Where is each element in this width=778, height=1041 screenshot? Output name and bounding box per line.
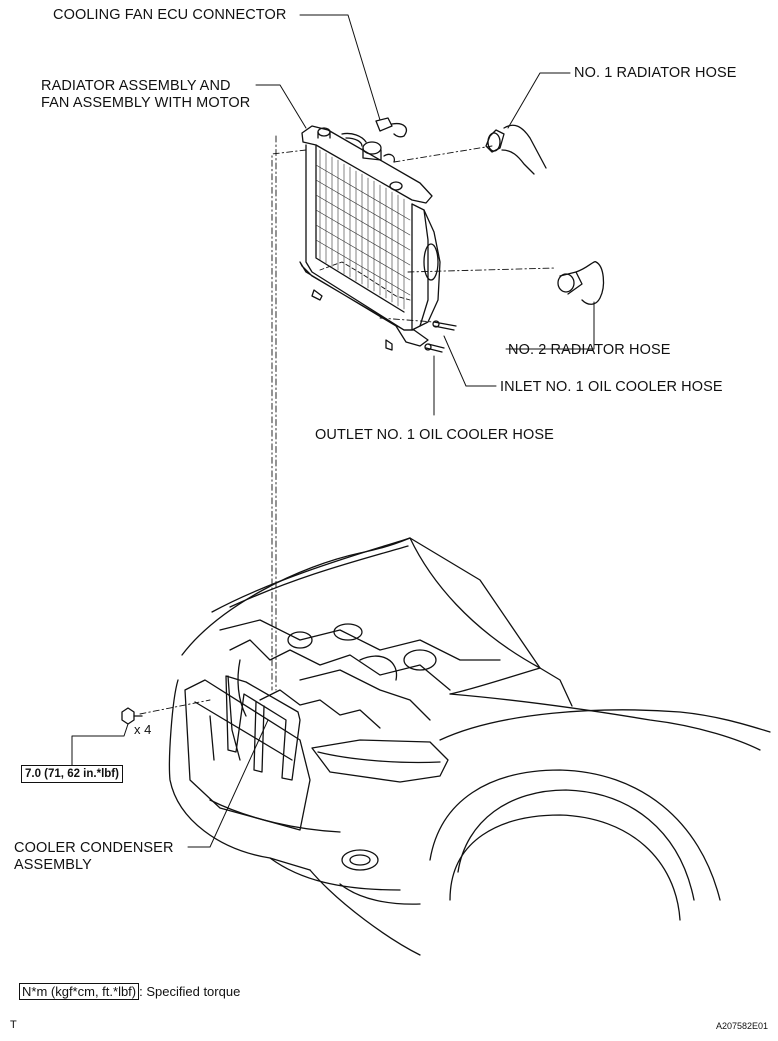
corner-mark: T: [10, 1019, 17, 1031]
figure-code: A207582E01: [716, 1021, 769, 1031]
oil-cooler-pipes: [424, 320, 457, 353]
installation-lines: [139, 135, 557, 715]
torque-unit-box: N*m (kgf*cm, ft.*lbf): [19, 983, 140, 1000]
no2-radiator-hose-part: [557, 261, 605, 305]
cooler-condenser-label-line1: COOLER CONDENSER: [14, 840, 174, 856]
torque-legend: N*m (kgf*cm, ft.*lbf): Specified torque: [19, 983, 241, 1000]
radiator-assembly: [299, 125, 441, 351]
no1-radiator-hose-label: NO. 1 RADIATOR HOSE: [574, 65, 737, 81]
fan-connector-part: [375, 117, 407, 138]
no1-radiator-hose-part: [485, 124, 547, 175]
leader-lines: [71, 14, 595, 848]
radiator-assembly-label-line2: FAN ASSEMBLY WITH MOTOR: [41, 95, 251, 111]
cooler-condenser-label-line2: ASSEMBLY: [14, 857, 92, 873]
radiator-assembly-label-line1: RADIATOR ASSEMBLY AND: [41, 78, 231, 94]
torque-spec-box: 7.0 (71, 62 in.*lbf): [21, 765, 123, 783]
no2-radiator-hose-label: NO. 2 RADIATOR HOSE: [508, 342, 671, 358]
torque-legend-text: : Specified torque: [139, 984, 241, 999]
vehicle-front: [121, 537, 771, 956]
cooling-fan-ecu-connector-label: COOLING FAN ECU CONNECTOR: [53, 7, 287, 23]
bolt-quantity: x 4: [134, 722, 152, 737]
outlet-oil-cooler-hose-label: OUTLET NO. 1 OIL COOLER HOSE: [315, 427, 554, 443]
inlet-oil-cooler-hose-label: INLET NO. 1 OIL COOLER HOSE: [500, 379, 723, 395]
